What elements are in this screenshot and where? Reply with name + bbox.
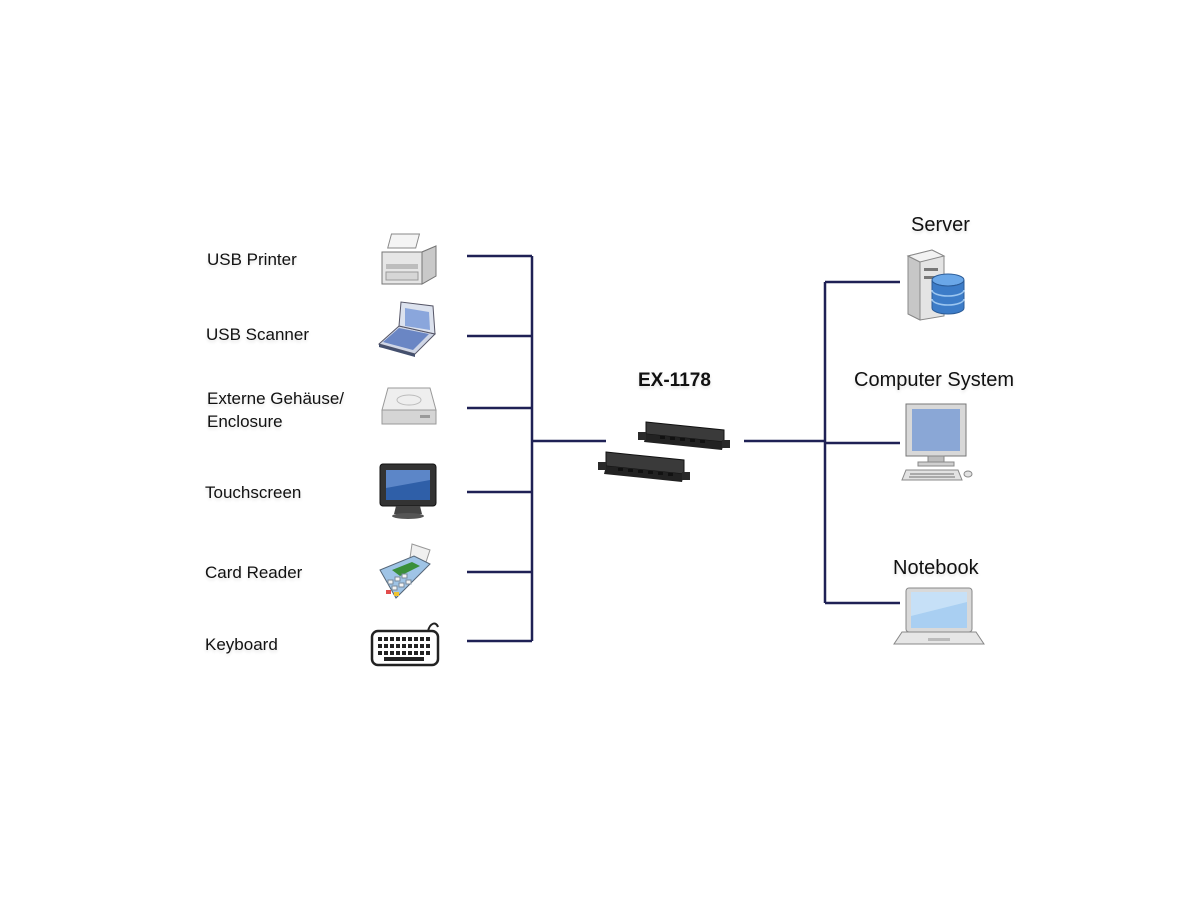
card-reader-icon: [379, 543, 431, 599]
server-icon: [906, 249, 965, 321]
keyboard-label: Keyboard: [205, 635, 278, 654]
server-label: Server: [911, 214, 970, 236]
printer-icon: [381, 233, 437, 285]
computer-system-label: Computer System: [854, 369, 1015, 391]
drive-enclosure-icon: [381, 387, 437, 425]
hub-model-label: EX-1178: [638, 370, 711, 391]
touchscreen-icon: [379, 463, 437, 519]
keyboard-icon: [370, 622, 440, 667]
computer-icon: [901, 403, 973, 481]
enclosure-label-line1: Externe Gehäuse/: [207, 389, 345, 408]
enclosure-label-line2: Enclosure: [207, 412, 283, 431]
card-reader-label: Card Reader: [205, 563, 303, 582]
notebook-icon: [893, 587, 985, 645]
usb-scanner-label: USB Scanner: [206, 325, 309, 344]
usb-printer-label: USB Printer: [207, 250, 297, 269]
usb-hub-icon: [598, 421, 730, 482]
notebook-label: Notebook: [893, 557, 979, 579]
touchscreen-label: Touchscreen: [205, 483, 302, 502]
scanner-icon: [377, 301, 436, 357]
